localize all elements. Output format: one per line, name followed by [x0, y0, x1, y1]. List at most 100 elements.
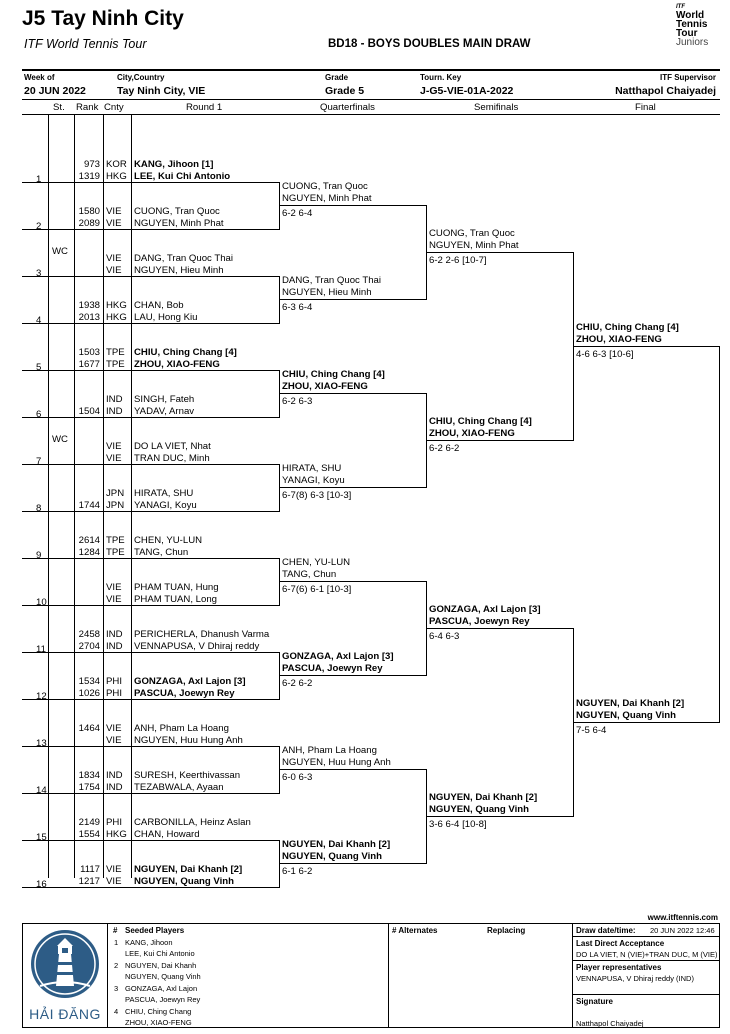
draw-line-number: 3 — [36, 268, 42, 279]
player2-name[interactable]: NGUYEN, Hieu Minh — [134, 265, 224, 276]
qf-player1-name[interactable]: HIRATA, SHU — [282, 463, 342, 474]
final-player2-name[interactable]: NGUYEN, Quang Vinh — [576, 710, 677, 721]
player1-name[interactable]: KANG, Jihoon [1] — [134, 159, 214, 170]
final-player1-name[interactable]: NGUYEN, Dai Khanh [2] — [576, 698, 685, 709]
logo-line-tour: Tour — [676, 28, 698, 39]
qf-player2-name[interactable]: NGUYEN, Minh Phat — [282, 193, 372, 204]
player2-name[interactable]: TANG, Chun — [134, 547, 189, 558]
player2-name[interactable]: YANAGI, Koyu — [134, 500, 197, 511]
lda-label: Last Direct Acceptance — [576, 939, 665, 948]
player2-name[interactable]: NGUYEN, Quang Vinh — [134, 876, 235, 887]
player1-name[interactable]: CHAN, Bob — [134, 300, 184, 311]
player2-name[interactable]: PHAM TUAN, Long — [134, 594, 217, 605]
sf-player1-name[interactable]: GONZAGA, Axl Lajon [3] — [429, 604, 541, 615]
player1-country: IND — [106, 394, 123, 405]
player1-name[interactable]: ANH, Pham La Hoang — [134, 723, 229, 734]
col-rank: Rank — [76, 102, 99, 113]
player2-country: TPE — [106, 359, 125, 370]
qf-player2-name[interactable]: ZHOU, XIAO-FENG — [282, 381, 368, 392]
qf-player2-name[interactable]: TANG, Chun — [282, 569, 337, 580]
player2-name[interactable]: ZHOU, XIAO-FENG — [134, 359, 220, 370]
round1-connector — [279, 464, 280, 512]
final-player1-name[interactable]: CHIU, Ching Chang [4] — [576, 322, 679, 333]
player2-name[interactable]: TEZABWALA, Ayaan — [134, 782, 224, 793]
qf-player2-name[interactable]: NGUYEN, Hieu Minh — [282, 287, 372, 298]
player1-rank: 1503 — [78, 347, 100, 358]
player1-name[interactable]: SURESH, Keerthivassan — [134, 770, 241, 781]
sf-score: 6-4 6-3 — [429, 631, 460, 642]
player1-name[interactable]: CHIU, Ching Chang [4] — [134, 347, 237, 358]
qf-player1-name[interactable]: NGUYEN, Dai Khanh [2] — [282, 839, 391, 850]
qf-player1-name[interactable]: CUONG, Tran Quoc — [282, 181, 368, 192]
player1-country: JPN — [106, 488, 125, 499]
sf-player1-name[interactable]: CHIU, Ching Chang [4] — [429, 416, 532, 427]
player1-name[interactable]: CHEN, YU-LUN — [134, 535, 203, 546]
sf-slot-line — [426, 252, 573, 253]
qf-score: 6-0 6-3 — [282, 772, 313, 783]
qf-player2-name[interactable]: PASCUA, Joewyn Rey — [282, 663, 383, 674]
qf-player1-name[interactable]: GONZAGA, Axl Lajon [3] — [282, 651, 394, 662]
player1-name[interactable]: GONZAGA, Axl Lajon [3] — [134, 676, 246, 687]
sf-slot-line — [426, 816, 573, 817]
col-final: Final — [635, 102, 656, 113]
player1-country: VIE — [106, 206, 122, 217]
draw-line-number: 10 — [36, 597, 47, 608]
qf-player2-name[interactable]: NGUYEN, Quang Vinh — [282, 851, 383, 862]
round1-slot-line — [22, 699, 279, 700]
player1-name[interactable]: CUONG, Tran Quoc — [134, 206, 220, 217]
sf-player2-name[interactable]: NGUYEN, Minh Phat — [429, 240, 519, 251]
player1-rank: 1834 — [78, 770, 100, 781]
sf-player1-name[interactable]: CUONG, Tran Quoc — [429, 228, 515, 239]
col-semifinals: Semifinals — [474, 102, 519, 113]
footer-divider-1 — [107, 923, 108, 1028]
seed-player2: ZHOU, XIAO-FENG — [125, 1018, 192, 1027]
signature-label: Signature — [576, 997, 613, 1006]
player1-name[interactable]: PERICHERLA, Dhanush Varma — [134, 629, 270, 640]
qf-player2-name[interactable]: NGUYEN, Huu Hung Anh — [282, 757, 391, 768]
final-player2-name[interactable]: ZHOU, XIAO-FENG — [576, 334, 662, 345]
sf-score: 6-2 6-2 — [429, 443, 460, 454]
player2-name[interactable]: LAU, Hong Kiu — [134, 312, 198, 323]
col-divider-st — [48, 114, 49, 878]
player1-country: IND — [106, 770, 123, 781]
player1-rank: 973 — [83, 159, 100, 170]
round1-slot-line — [22, 276, 279, 277]
seeded-players-header: Seeded Players — [125, 926, 185, 935]
qf-player1-name[interactable]: DANG, Tran Quoc Thai — [282, 275, 381, 286]
qf-player1-name[interactable]: CHEN, YU-LUN — [282, 557, 351, 568]
page-title: J5 Tay Ninh City — [22, 7, 184, 30]
rep-label: Player representatives — [576, 963, 662, 972]
sf-player2-name[interactable]: ZHOU, XIAO-FENG — [429, 428, 515, 439]
player1-name[interactable]: DANG, Tran Quoc Thai — [134, 253, 233, 264]
player2-name[interactable]: VENNAPUSA, V Dhiraj reddy — [134, 641, 260, 652]
seed-number: 3 — [114, 984, 119, 993]
player2-rank: 1677 — [78, 359, 100, 370]
player2-name[interactable]: YADAV, Arnav — [134, 406, 195, 417]
player2-name[interactable]: NGUYEN, Minh Phat — [134, 218, 224, 229]
qf-player2-name[interactable]: YANAGI, Koyu — [282, 475, 345, 486]
sf-player1-name[interactable]: NGUYEN, Dai Khanh [2] — [429, 792, 538, 803]
player1-name[interactable]: SINGH, Fateh — [134, 394, 195, 405]
sf-player2-name[interactable]: NGUYEN, Quang Vinh — [429, 804, 530, 815]
tourn-key-value: J-G5-VIE-01A-2022 — [420, 85, 514, 97]
qf-player1-name[interactable]: CHIU, Ching Chang [4] — [282, 369, 385, 380]
draw-line-number: 6 — [36, 409, 42, 420]
round1-slot-line — [22, 746, 279, 747]
player2-name[interactable]: PASCUA, Joewyn Rey — [134, 688, 235, 699]
player2-name[interactable]: TRAN DUC, Minh — [134, 453, 210, 464]
player1-name[interactable]: NGUYEN, Dai Khanh [2] — [134, 864, 243, 875]
lighthouse-icon — [31, 930, 99, 998]
qf-slot-line — [279, 205, 426, 206]
player1-name[interactable]: DO LA VIET, Nhat — [134, 441, 211, 452]
footer-rule-1 — [572, 936, 720, 937]
player1-name[interactable]: PHAM TUAN, Hung — [134, 582, 219, 593]
sf-player2-name[interactable]: PASCUA, Joewyn Rey — [429, 616, 530, 627]
player2-rank: 2089 — [78, 218, 100, 229]
player2-name[interactable]: LEE, Kui Chi Antonio — [134, 171, 231, 182]
website-link[interactable]: www.itftennis.com — [647, 913, 718, 922]
player1-name[interactable]: CARBONILLA, Heinz Aslan — [134, 817, 251, 828]
player1-name[interactable]: HIRATA, SHU — [134, 488, 194, 499]
qf-player1-name[interactable]: ANH, Pham La Hoang — [282, 745, 377, 756]
player2-name[interactable]: CHAN, Howard — [134, 829, 200, 840]
player2-name[interactable]: NGUYEN, Huu Hung Anh — [134, 735, 243, 746]
